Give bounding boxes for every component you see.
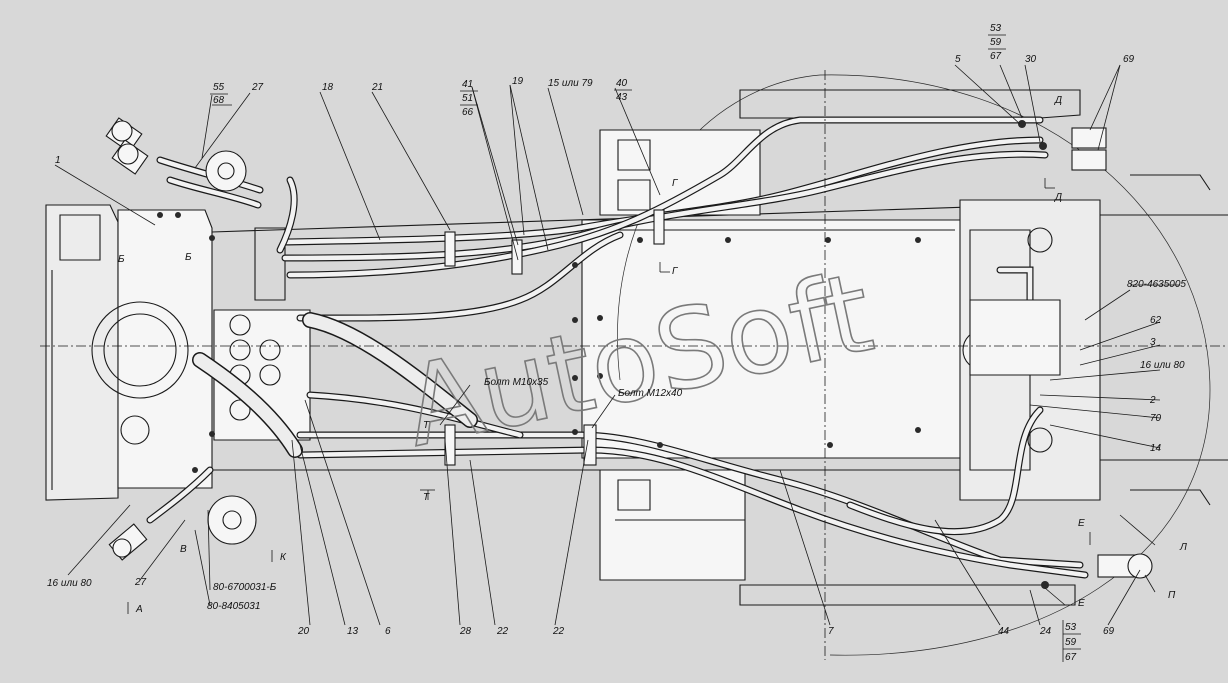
section-mark-l: Л [1179, 542, 1187, 553]
callout-28: 28 [459, 626, 472, 637]
section-mark-g2: Г [672, 266, 679, 277]
callout-55: 55 [213, 82, 225, 93]
callout-53-bottom: 53 [1065, 622, 1077, 633]
callout-27-top: 27 [251, 82, 264, 93]
distributor-block [213, 227, 311, 441]
callout-24: 24 [1039, 626, 1052, 637]
quick-couplings [105, 117, 1153, 579]
section-mark-t2: Т [423, 492, 430, 503]
section-mark-k: К [280, 552, 287, 563]
callout-2: 2 [1149, 395, 1156, 406]
callout-19: 19 [512, 76, 524, 87]
callout-68: 68 [213, 95, 225, 106]
callout-80-8405031: 80-8405031 [207, 601, 260, 612]
plate-bolt-holes [157, 212, 921, 473]
callout-59-top: 59 [990, 37, 1002, 48]
section-mark-e1: Е [1078, 518, 1085, 529]
callout-5: 5 [955, 54, 961, 65]
section-mark-e2: Е [1078, 598, 1085, 609]
section-mark-p: П [1168, 590, 1176, 601]
section-mark-d1: Д [1054, 95, 1062, 106]
callout-59-bottom: 59 [1065, 637, 1077, 648]
callout-20: 20 [297, 626, 310, 637]
callout-66: 66 [462, 107, 474, 118]
section-mark-b1: Б [118, 254, 125, 265]
callout-80-6700031: 80-6700031-Б [213, 582, 277, 593]
callout-1: 1 [55, 155, 61, 166]
callout-14: 14 [1150, 443, 1162, 454]
callout-67-top: 67 [990, 51, 1002, 62]
callout-16-or-80-left: 16 или 80 [47, 578, 92, 589]
section-mark-v: В [180, 544, 187, 555]
section-markers: Б Б Г Г Д Д Т Т Е Е В К А Л П [118, 95, 1187, 615]
callout-43: 43 [616, 92, 628, 103]
callout-40: 40 [616, 78, 628, 89]
leader-lines [54, 64, 1180, 626]
callout-69-bottom: 69 [1103, 626, 1115, 637]
callout-30: 30 [1025, 54, 1037, 65]
callout-70: 70 [1150, 413, 1162, 424]
section-mark-g1: Г [672, 178, 679, 189]
callout-bolt-m12x40: Болт М12х40 [618, 388, 683, 399]
callout-820-4635005: 820-4635005 [1127, 279, 1186, 290]
section-mark-a: А [135, 604, 143, 615]
callout-53-top: 53 [990, 23, 1002, 34]
callout-6: 6 [385, 626, 391, 637]
callout-21: 21 [371, 82, 383, 93]
callout-3: 3 [1150, 337, 1156, 348]
callout-51: 51 [462, 93, 473, 104]
hydraulic-lines [146, 116, 1089, 579]
callout-18: 18 [322, 82, 334, 93]
callout-labels: 55 68 27 18 21 41 51 66 19 15 или 79 40 … [47, 23, 1186, 663]
section-mark-d2: Д [1054, 192, 1062, 203]
callout-62: 62 [1150, 315, 1162, 326]
callout-67-bottom: 67 [1065, 652, 1077, 663]
section-mark-b2: Б [185, 252, 192, 263]
callout-44: 44 [998, 626, 1010, 637]
callout-22-b: 22 [552, 626, 565, 637]
callout-27-bottom: 27 [134, 577, 147, 588]
callout-22-a: 22 [496, 626, 509, 637]
round-components [205, 150, 1061, 545]
callout-13: 13 [347, 626, 359, 637]
callout-7: 7 [828, 626, 834, 637]
callout-bolt-m10x35: Болт М10х35 [484, 377, 549, 388]
callout-41: 41 [462, 79, 473, 90]
callout-16-or-80-right: 16 или 80 [1140, 360, 1185, 371]
callout-15-or-79: 15 или 79 [548, 78, 593, 89]
callout-69-top: 69 [1123, 54, 1135, 65]
section-mark-t1: Т [423, 420, 430, 431]
